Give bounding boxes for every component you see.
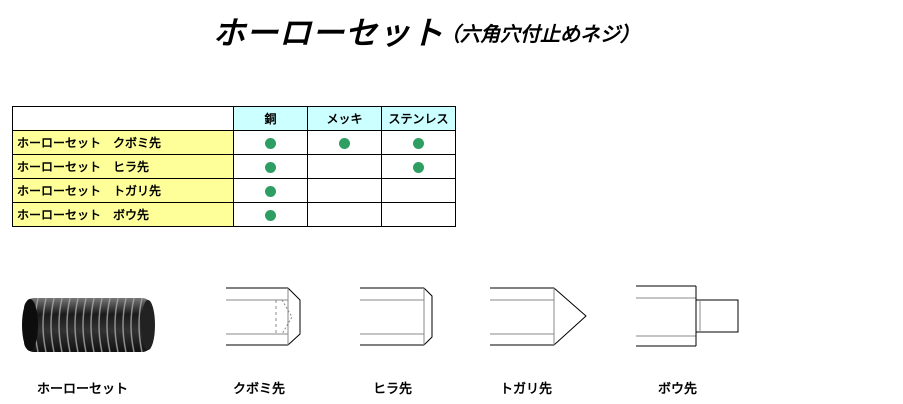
caption-cone-point: トガリ先: [500, 382, 553, 397]
table-row: ホーローセット ボウ先: [12, 202, 456, 227]
cell-mark: [307, 202, 382, 227]
cone-point-drawing: [490, 287, 587, 346]
availability-dot: [265, 161, 276, 173]
cell-mark: [381, 202, 456, 227]
availability-dot: [413, 161, 424, 173]
dog-point-drawing: [636, 285, 739, 347]
caption-cup-point: クボミ先: [233, 382, 286, 397]
material-table: 銅 メッキ ステンレス ホーローセット クボミ先 ホーローセット ヒラ先 ホーロ…: [12, 106, 456, 227]
photo-caption: ホーローセット: [37, 382, 129, 397]
cell-mark: [233, 130, 308, 155]
page-subtitle: （六角穴付止めネジ）: [440, 22, 640, 46]
cup-point-drawing: [226, 287, 301, 346]
caption-flat-point: ヒラ先: [373, 382, 413, 397]
row-label-cone-point: ホーローセット トガリ先: [12, 178, 234, 203]
table-row: ホーローセット トガリ先: [12, 178, 456, 203]
column-header-copper: 銅: [233, 106, 308, 131]
cell-mark: [381, 130, 456, 155]
column-header-stainless: ステンレス: [381, 106, 456, 131]
page-title: ホーローセット: [213, 14, 445, 52]
availability-dot: [339, 137, 350, 149]
column-header-plated: メッキ: [307, 106, 382, 131]
cell-mark: [233, 178, 308, 203]
availability-dot: [265, 185, 276, 197]
caption-dog-point: ボウ先: [658, 382, 698, 397]
row-label-cup-point: ホーローセット クボミ先: [12, 130, 234, 155]
table-row: ホーローセット クボミ先: [12, 130, 456, 155]
availability-dot: [265, 137, 276, 149]
flat-point-drawing: [360, 287, 433, 346]
availability-dot: [413, 137, 424, 149]
availability-dot: [265, 209, 276, 221]
row-label-flat-point: ホーローセット ヒラ先: [12, 154, 234, 179]
cell-mark: [307, 178, 382, 203]
row-label-dog-point: ホーローセット ボウ先: [12, 202, 234, 227]
set-screw-photo: [22, 297, 155, 353]
